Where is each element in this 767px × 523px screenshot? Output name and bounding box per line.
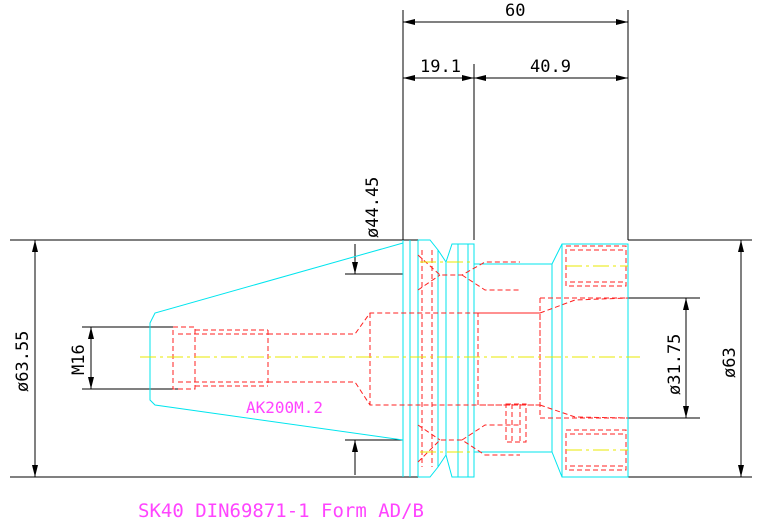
- dim-overall-length: 60: [505, 1, 525, 21]
- hidden-lines: [172, 245, 629, 471]
- dimension-lines: [10, 10, 752, 478]
- dim-thread: M16: [69, 344, 89, 375]
- dim-taper-diameter: ø63.55: [13, 331, 33, 392]
- dim-bore-diameter: ø31.75: [665, 334, 685, 395]
- dim-flange-diameter: ø44.45: [363, 177, 383, 238]
- drawing-title: SK40 DIN69871-1 Form AD/B: [138, 500, 424, 522]
- part-outline: [149, 239, 629, 478]
- dim-body-diameter: ø63: [720, 347, 740, 378]
- part-label: AK200M.2: [246, 398, 323, 417]
- dim-flange-length: 19.1: [420, 57, 461, 77]
- dim-body-length: 40.9: [530, 57, 571, 77]
- centerlines: [140, 261, 640, 453]
